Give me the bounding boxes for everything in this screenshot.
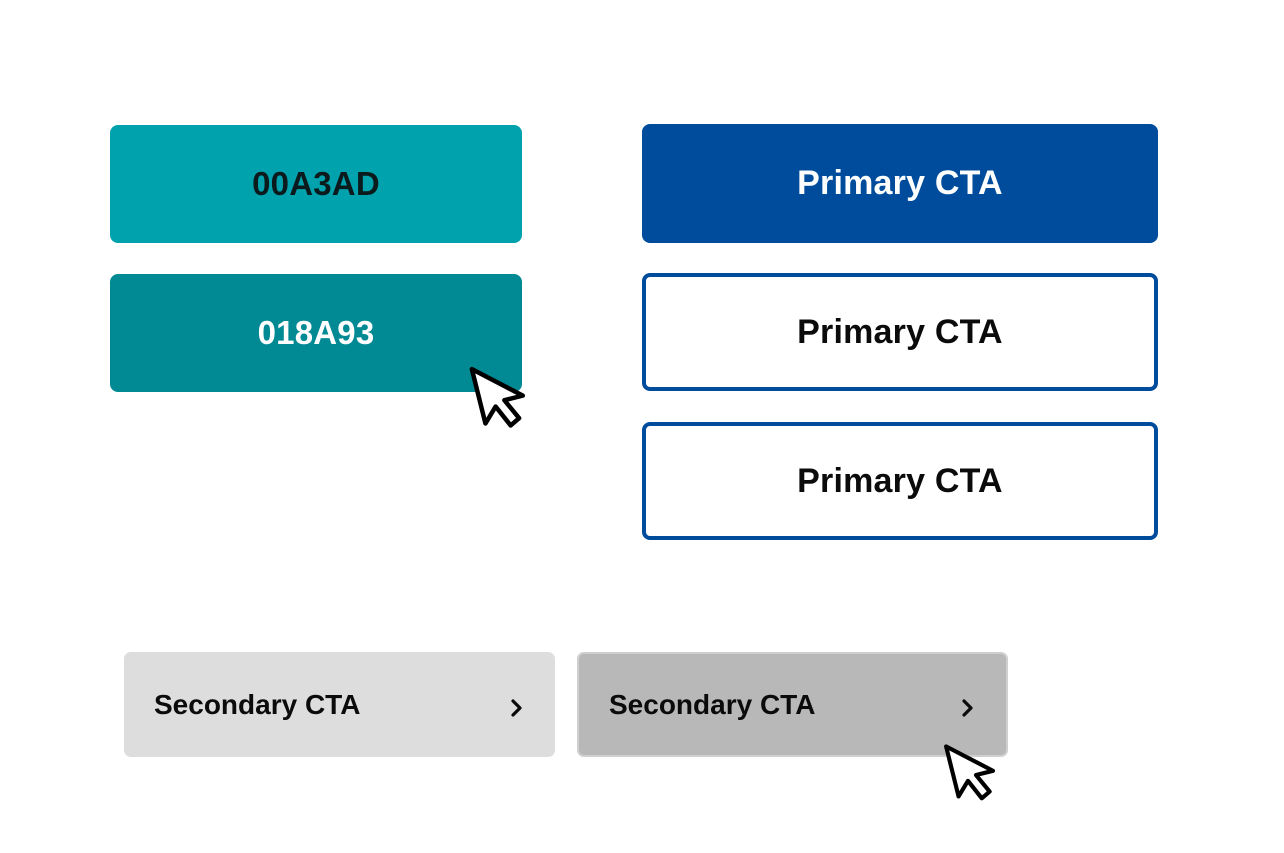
- primary-cta-outline-button[interactable]: Primary CTA: [642, 273, 1158, 391]
- secondary-cta-label: Secondary CTA: [609, 688, 816, 720]
- secondary-cta-label: Secondary CTA: [154, 688, 361, 720]
- chevron-right-icon: [507, 694, 527, 717]
- swatch-button-00a3ad[interactable]: 00A3AD: [110, 125, 522, 243]
- secondary-cta-button[interactable]: Secondary CTA: [124, 652, 555, 757]
- swatch-label: 00A3AD: [252, 165, 380, 202]
- secondary-cta-button-hover[interactable]: Secondary CTA: [577, 652, 1008, 757]
- primary-cta-outline-button[interactable]: Primary CTA: [642, 422, 1158, 540]
- chevron-right-icon: [958, 694, 978, 717]
- swatch-label: 018A93: [257, 314, 375, 351]
- primary-cta-label: Primary CTA: [797, 164, 1003, 202]
- swatch-button-018a93-hover[interactable]: 018A93: [110, 274, 522, 392]
- primary-cta-label: Primary CTA: [797, 461, 1003, 500]
- primary-cta-label: Primary CTA: [797, 312, 1003, 351]
- primary-cta-filled-button[interactable]: Primary CTA: [642, 124, 1158, 243]
